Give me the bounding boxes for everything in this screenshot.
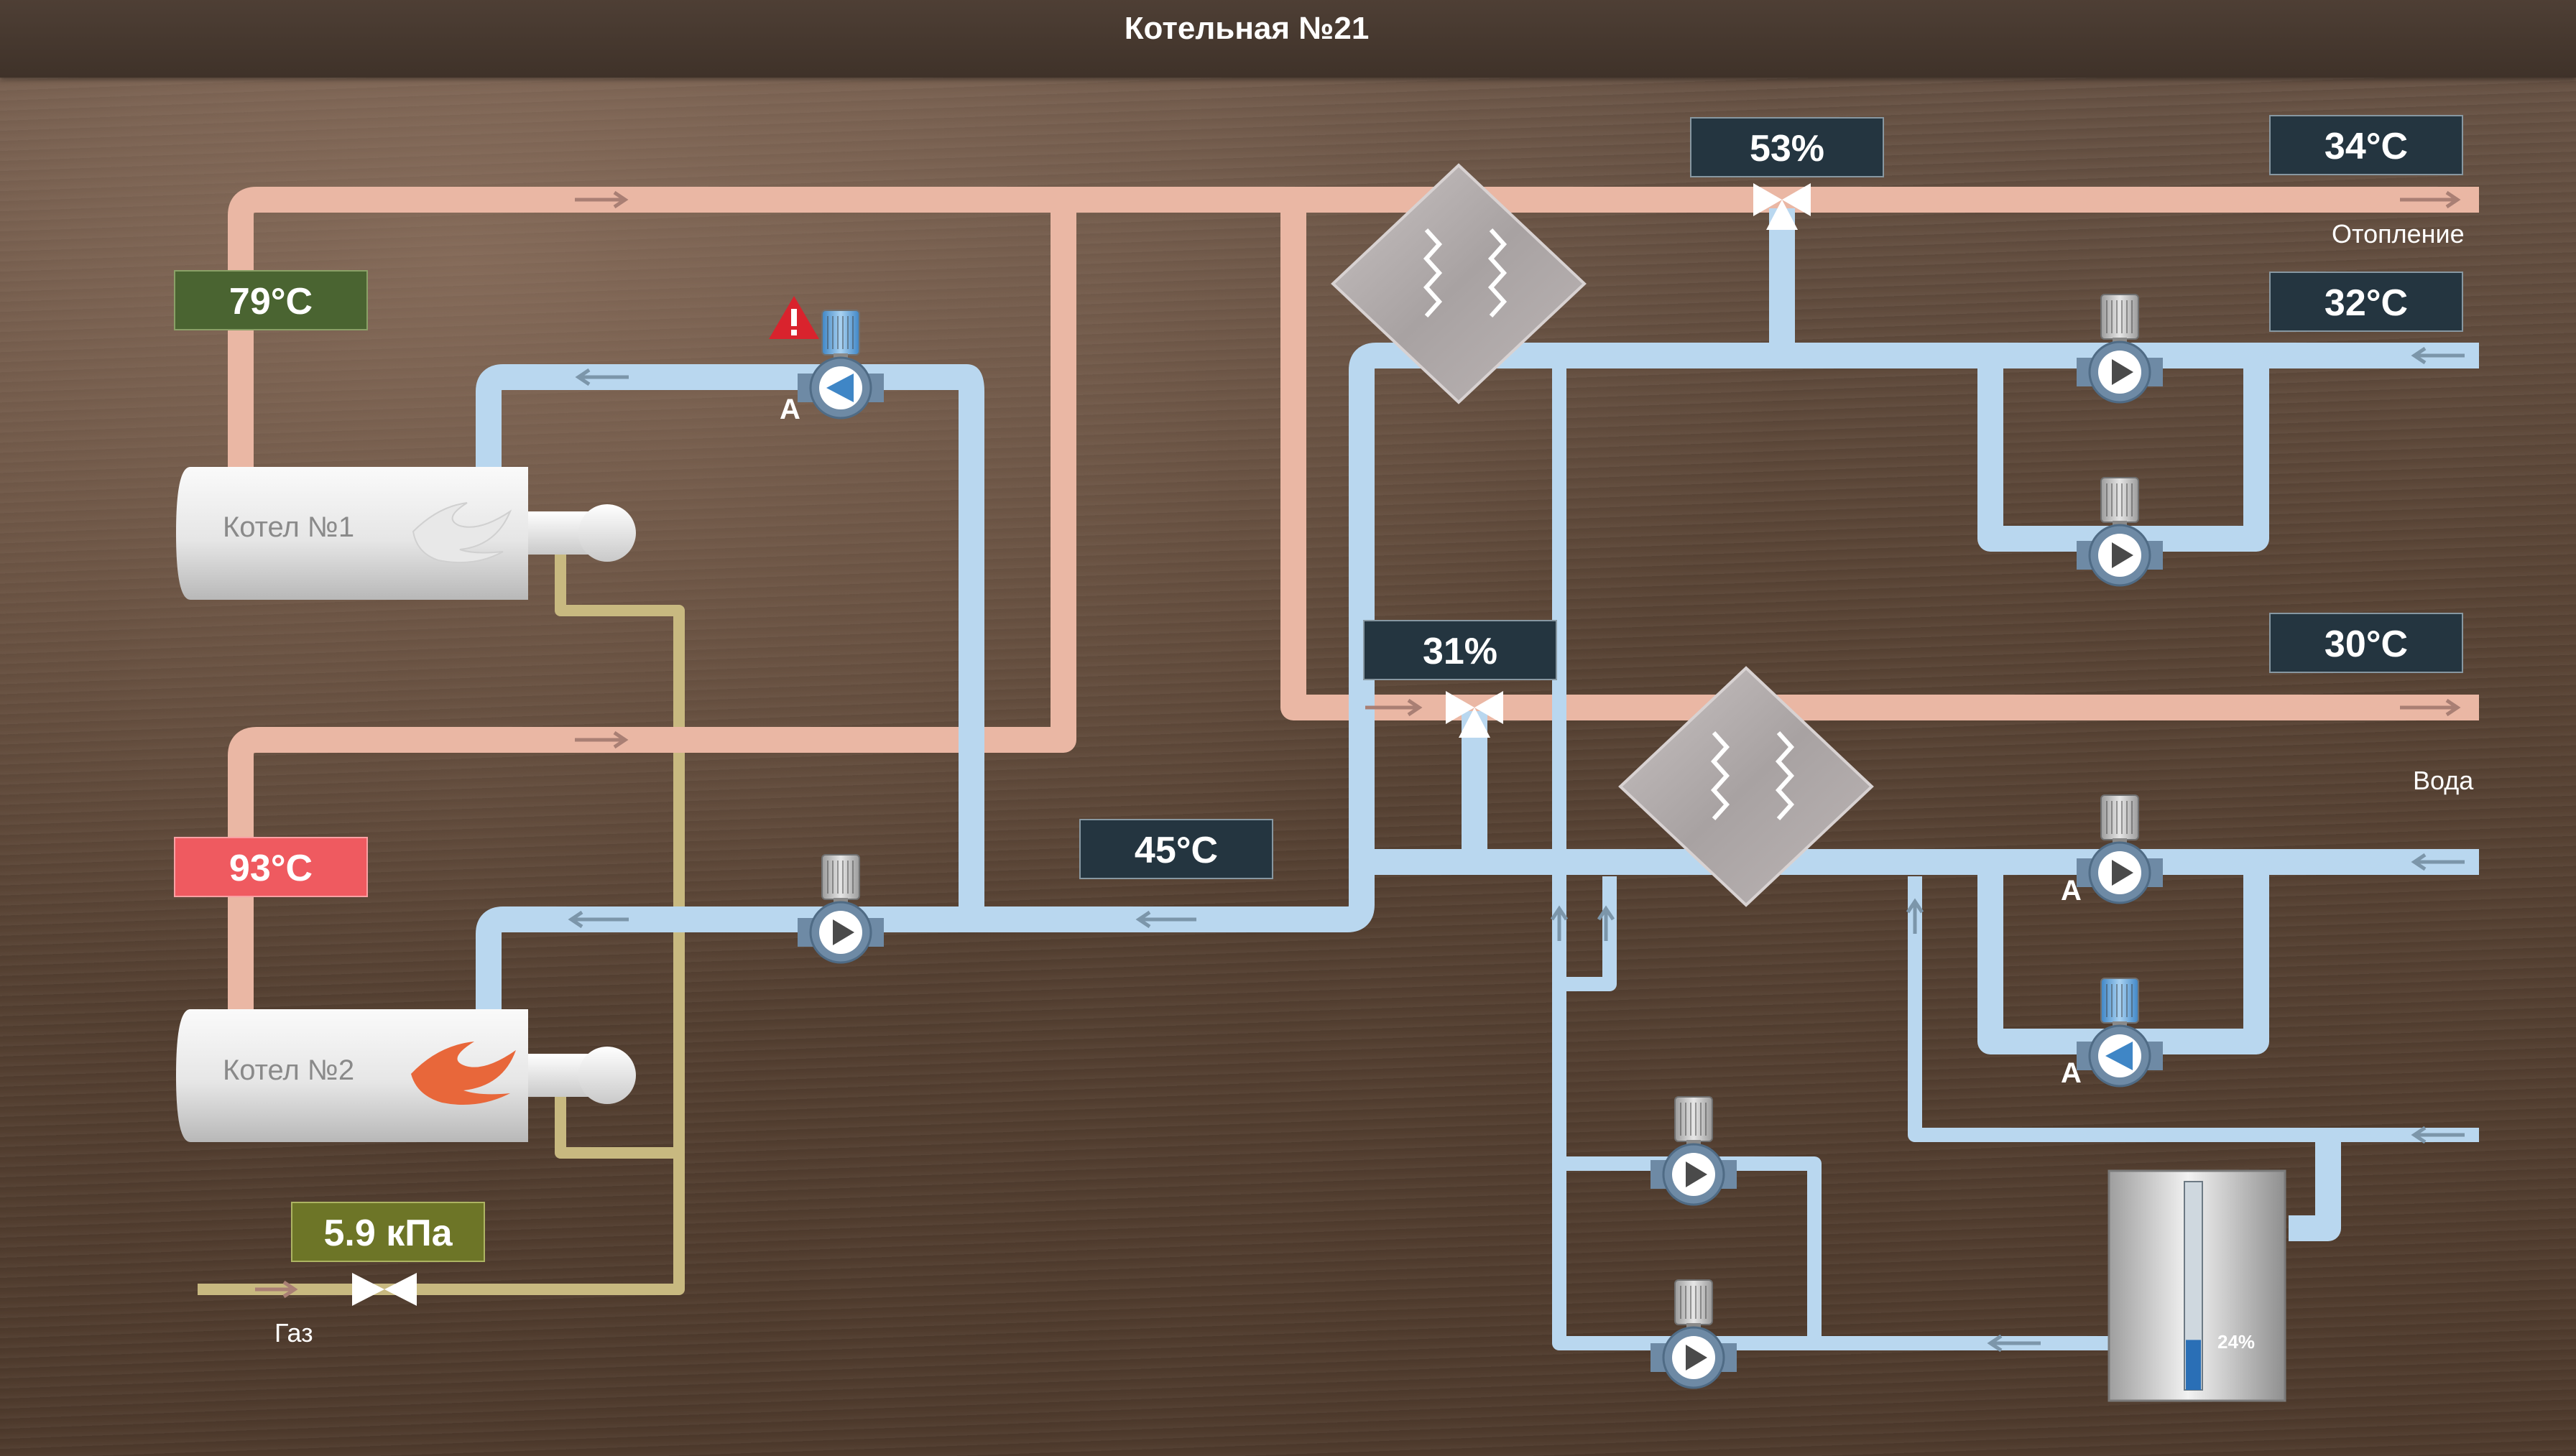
- return-temp-readout: 45°C: [1079, 819, 1273, 879]
- makeup-pump-1[interactable]: [1651, 1096, 1737, 1206]
- tank-level-text: 24%: [2217, 1331, 2256, 1353]
- gas-pressure-readout: 5.9 кПа: [291, 1202, 485, 1262]
- makeup-pump-2[interactable]: [1651, 1279, 1737, 1389]
- window-title: Котельная №21: [1124, 11, 1370, 46]
- pumps: [798, 294, 2163, 1389]
- valve-icon[interactable]: [1446, 691, 1503, 738]
- motor-icon: [821, 854, 860, 905]
- heating-pump-1[interactable]: [2077, 294, 2163, 404]
- warning-triangle-icon[interactable]: [769, 296, 819, 339]
- boiler-1[interactable]: [176, 467, 636, 600]
- pump-icon: [798, 356, 884, 419]
- boiler2-temp-readout: 93°C: [174, 837, 368, 897]
- pump-mode-label: А: [780, 394, 800, 425]
- water-pump-2[interactable]: [2077, 978, 2163, 1088]
- motor-icon: [2100, 794, 2139, 845]
- gas-line-label: Газ: [274, 1318, 313, 1348]
- gas-pipes: [198, 553, 685, 1295]
- motor-icon: [2100, 294, 2139, 345]
- valve-heating-position[interactable]: 53%: [1690, 117, 1884, 177]
- pump-mode-label: А: [2061, 875, 2082, 906]
- gas-valve-icon[interactable]: [352, 1273, 417, 1306]
- flame-icon: [412, 502, 512, 564]
- pump-icon: [798, 901, 884, 964]
- tank-level-fill: [2186, 1340, 2201, 1390]
- motor-icon: [821, 310, 860, 361]
- boiler1-temp-readout: 79°C: [174, 270, 368, 330]
- motor-icon: [2100, 477, 2139, 528]
- flow-arrow-icon: [255, 190, 2461, 1299]
- flame-icon: [411, 1042, 516, 1105]
- water-line-label: Вода: [2413, 766, 2474, 795]
- pump-icon: [2077, 1024, 2163, 1088]
- boiler-2[interactable]: [176, 1009, 636, 1142]
- motor-icon: [1674, 1096, 1713, 1147]
- water-pump-1[interactable]: [2077, 794, 2163, 904]
- heat-exchanger-1: [1331, 163, 1587, 404]
- boiler1-pump[interactable]: [798, 310, 884, 419]
- hot-pipes: [228, 187, 2479, 1013]
- pump-icon: [2077, 841, 2163, 904]
- pump-icon: [2077, 524, 2163, 587]
- boiler1-label: Котел №1: [223, 511, 355, 543]
- title-bar: Котельная №21: [0, 0, 2576, 78]
- flow-arrow-icon: [568, 346, 2465, 1353]
- heating-supply-temp-readout: 34°C: [2269, 115, 2463, 175]
- heating-pump-2[interactable]: [2077, 477, 2163, 587]
- heating-line-label: Отопление: [2332, 219, 2465, 249]
- pump-mode-label: А: [2061, 1057, 2082, 1089]
- motor-icon: [1674, 1279, 1713, 1330]
- heat-exchanger-2: [1618, 666, 1874, 907]
- storage-tank: [2108, 1169, 2286, 1402]
- valve-icon[interactable]: [1753, 183, 1811, 230]
- pump-icon: [2077, 340, 2163, 404]
- heating-return-temp-readout: 32°C: [2269, 272, 2463, 332]
- motor-icon: [2100, 978, 2139, 1029]
- boiler2-pump[interactable]: [798, 854, 884, 964]
- pump-icon: [1651, 1326, 1737, 1389]
- valve-water-position[interactable]: 31%: [1363, 620, 1557, 680]
- pump-icon: [1651, 1143, 1737, 1206]
- water-supply-temp-readout: 30°C: [2269, 613, 2463, 673]
- boiler2-label: Котел №2: [223, 1054, 355, 1086]
